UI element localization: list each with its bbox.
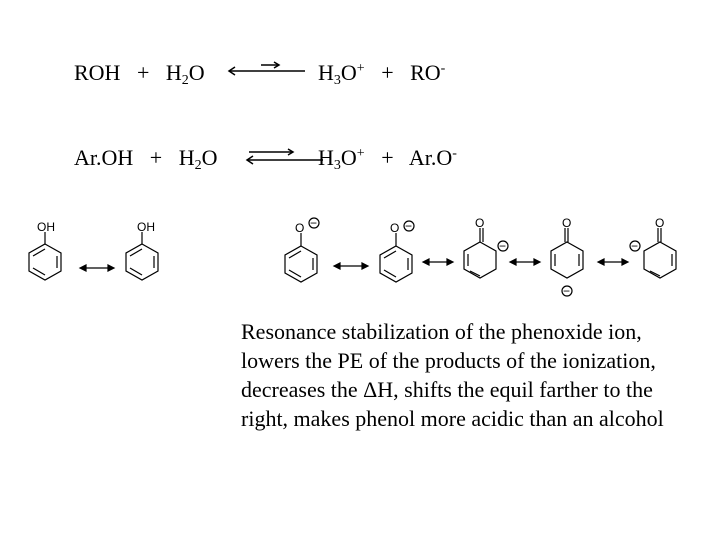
equilibrium-arrow-double	[245, 148, 323, 165]
negative-charge-3: −	[499, 239, 506, 253]
hydronium: H3O+	[318, 60, 365, 88]
phenoxide-o-label-2: O	[390, 221, 399, 235]
water: H2O	[165, 60, 205, 88]
phenol-structure-1	[28, 232, 62, 281]
reactant-aroh: Ar.OH	[74, 145, 134, 170]
plus-sign: +	[136, 60, 150, 85]
phenoxide-structure-2	[379, 233, 413, 283]
negative-charge-1: −	[310, 216, 317, 230]
phenoxide-o-label-1: O	[295, 221, 304, 235]
carbonyl-o-label-3: O	[655, 216, 664, 230]
equation-1-right: H3O+ + RO-	[318, 60, 445, 89]
equation-2-left: Ar.OH + H2O	[74, 145, 217, 174]
water: H2O	[178, 145, 218, 173]
phenoxide: Ar.O-	[408, 145, 457, 170]
explanation-caption: Resonance stabilization of the phenoxide…	[241, 319, 664, 431]
resonance-arrows	[78, 258, 630, 272]
phenol-oh-label-2: OH	[137, 220, 155, 234]
hydronium: H3O+	[318, 145, 365, 173]
alkoxide: RO-	[410, 60, 446, 85]
negative-charge-5: −	[631, 239, 638, 253]
equation-2-right: H3O+ + Ar.O-	[318, 145, 457, 174]
negative-charge-4: −	[563, 284, 570, 298]
ortho-carbanion-structure	[463, 228, 497, 279]
negative-charge-2: −	[405, 219, 412, 233]
carbonyl-o-label-1: O	[475, 216, 484, 230]
carbonyl-o-label-2: O	[562, 216, 571, 230]
plus-sign: +	[381, 145, 394, 170]
equilibrium-arrow-left-favored	[227, 61, 305, 76]
phenoxide-structure-1	[284, 233, 318, 283]
equation-1-left: ROH + H2O	[74, 60, 205, 89]
phenol-structure-2	[125, 232, 159, 281]
plus-sign: +	[381, 60, 394, 85]
ortho-prime-carbanion-structure	[643, 228, 677, 279]
reactant-roh: ROH	[74, 60, 121, 85]
resonance-structures: OH OH O O O O O − − − − −	[28, 216, 677, 298]
para-carbanion-structure	[550, 228, 584, 279]
plus-sign: +	[149, 145, 163, 170]
phenol-oh-label-1: OH	[37, 220, 55, 234]
